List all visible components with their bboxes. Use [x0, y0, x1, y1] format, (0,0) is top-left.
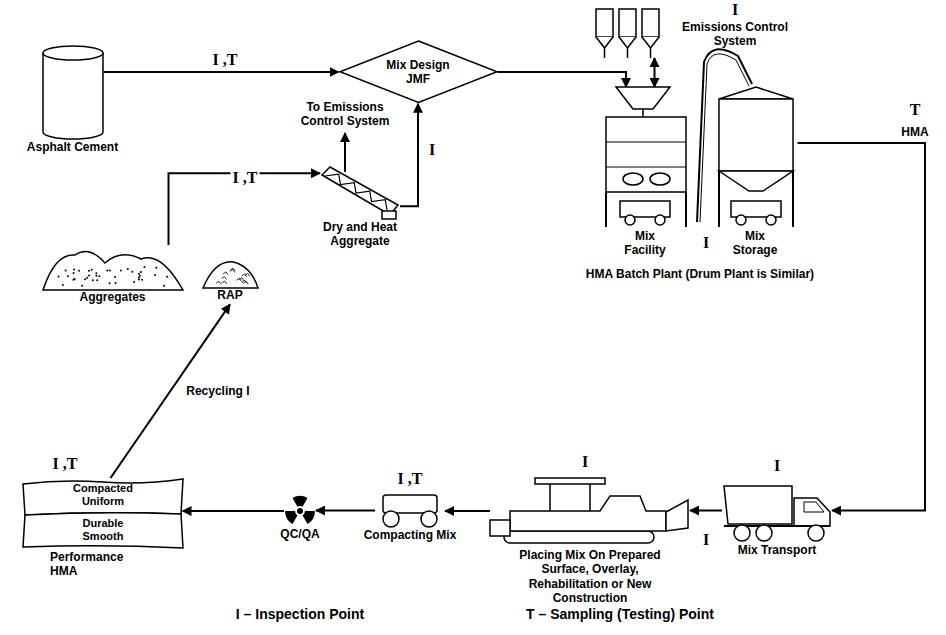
exhaust-arrow: [344, 133, 346, 172]
emissions-silos-outline: [590, 8, 665, 58]
edge-label: I ,T: [231, 169, 260, 187]
node-text: Emissions Control System: [680, 20, 790, 49]
node-text: Dry and Heat Aggregate: [300, 220, 420, 249]
edge-label: I ,T: [211, 51, 240, 69]
node-text: Placing Mix On Prepared Surface, Overlay…: [505, 548, 675, 606]
rap-pile: RAP: [200, 258, 260, 302]
pavement-layers: Compacted UniformDurable SmoothPerforman…: [20, 478, 185, 579]
roller-outline: [375, 493, 445, 528]
point-marker: I ,T: [396, 470, 425, 488]
roller: Compacting Mix: [355, 493, 465, 542]
node-text: Durable Smooth: [67, 517, 139, 542]
point-marker: I: [701, 531, 711, 549]
point-marker: I: [772, 457, 782, 475]
mix-facility-outline: [598, 87, 693, 227]
mix-facility: Mix Facility: [595, 87, 695, 258]
node-text: RAP: [200, 288, 260, 302]
radiation-symbol-outline: [284, 495, 316, 527]
aggregate-piles-outline: [43, 245, 183, 290]
dump-truck: Mix Transport: [722, 478, 832, 557]
node-text: HMA Batch Plant (Drum Plant is Similar): [585, 267, 815, 281]
node-text: Mix Storage: [725, 229, 785, 258]
flow-arrow: [497, 72, 626, 87]
flow-arrow: [104, 71, 339, 73]
edge-label: I: [427, 141, 437, 159]
node-text: Mix Transport: [722, 543, 832, 557]
dump-truck-outline: [722, 478, 832, 543]
flow-arrow: [183, 510, 285, 512]
flow-arrow: [400, 104, 418, 206]
node-text: Compacted Uniform: [67, 482, 139, 507]
flow-arrow: [798, 143, 926, 511]
flow-arrow: [690, 510, 722, 512]
key-text: T – Sampling (Testing) Point: [524, 606, 716, 622]
flow-arrow: [316, 510, 375, 512]
edge-label: T: [908, 101, 923, 119]
node-text: Mix Facility: [615, 229, 675, 258]
node-text: QC/QA: [270, 527, 330, 541]
paver-outline: [490, 476, 690, 546]
node-text: Compacting Mix: [355, 528, 465, 542]
point-marker: To Emissions Control System: [288, 100, 402, 128]
node-text: Performance HMA: [50, 550, 140, 579]
point-marker: I: [730, 1, 740, 19]
flow-arrow: [654, 58, 656, 87]
flow-arrow: [445, 510, 490, 512]
dryer-drum: Dry and Heat Aggregate: [300, 165, 420, 249]
key-text: I – Inspection Point: [234, 606, 366, 622]
node-text: Aggregates: [40, 290, 185, 304]
node-text: Asphalt Cement: [20, 140, 125, 154]
point-marker: I: [580, 453, 590, 471]
point-marker: HMA: [899, 125, 930, 139]
mix-storage: Mix Storage: [710, 87, 800, 258]
point-marker: I ,T: [51, 455, 80, 473]
asphalt-tank-outline: [42, 45, 104, 140]
radiation-symbol: QC/QA: [270, 495, 330, 541]
rap-pile-outline: [203, 258, 258, 288]
paver: Placing Mix On Prepared Surface, Overlay…: [490, 476, 690, 606]
dryer-drum-outline: [320, 165, 400, 220]
emissions-silos: Emissions Control System: [590, 8, 665, 58]
decision-diamond: Mix Design JMF: [339, 40, 498, 104]
asphalt-tank: Asphalt Cement: [20, 45, 125, 154]
aggregate-piles: Aggregates: [40, 245, 185, 304]
edge-label: Recycling I: [184, 384, 251, 398]
mix-storage-outline: [713, 87, 798, 227]
node-text: Mix Design JMF: [382, 58, 454, 87]
point-marker: I: [701, 234, 711, 252]
